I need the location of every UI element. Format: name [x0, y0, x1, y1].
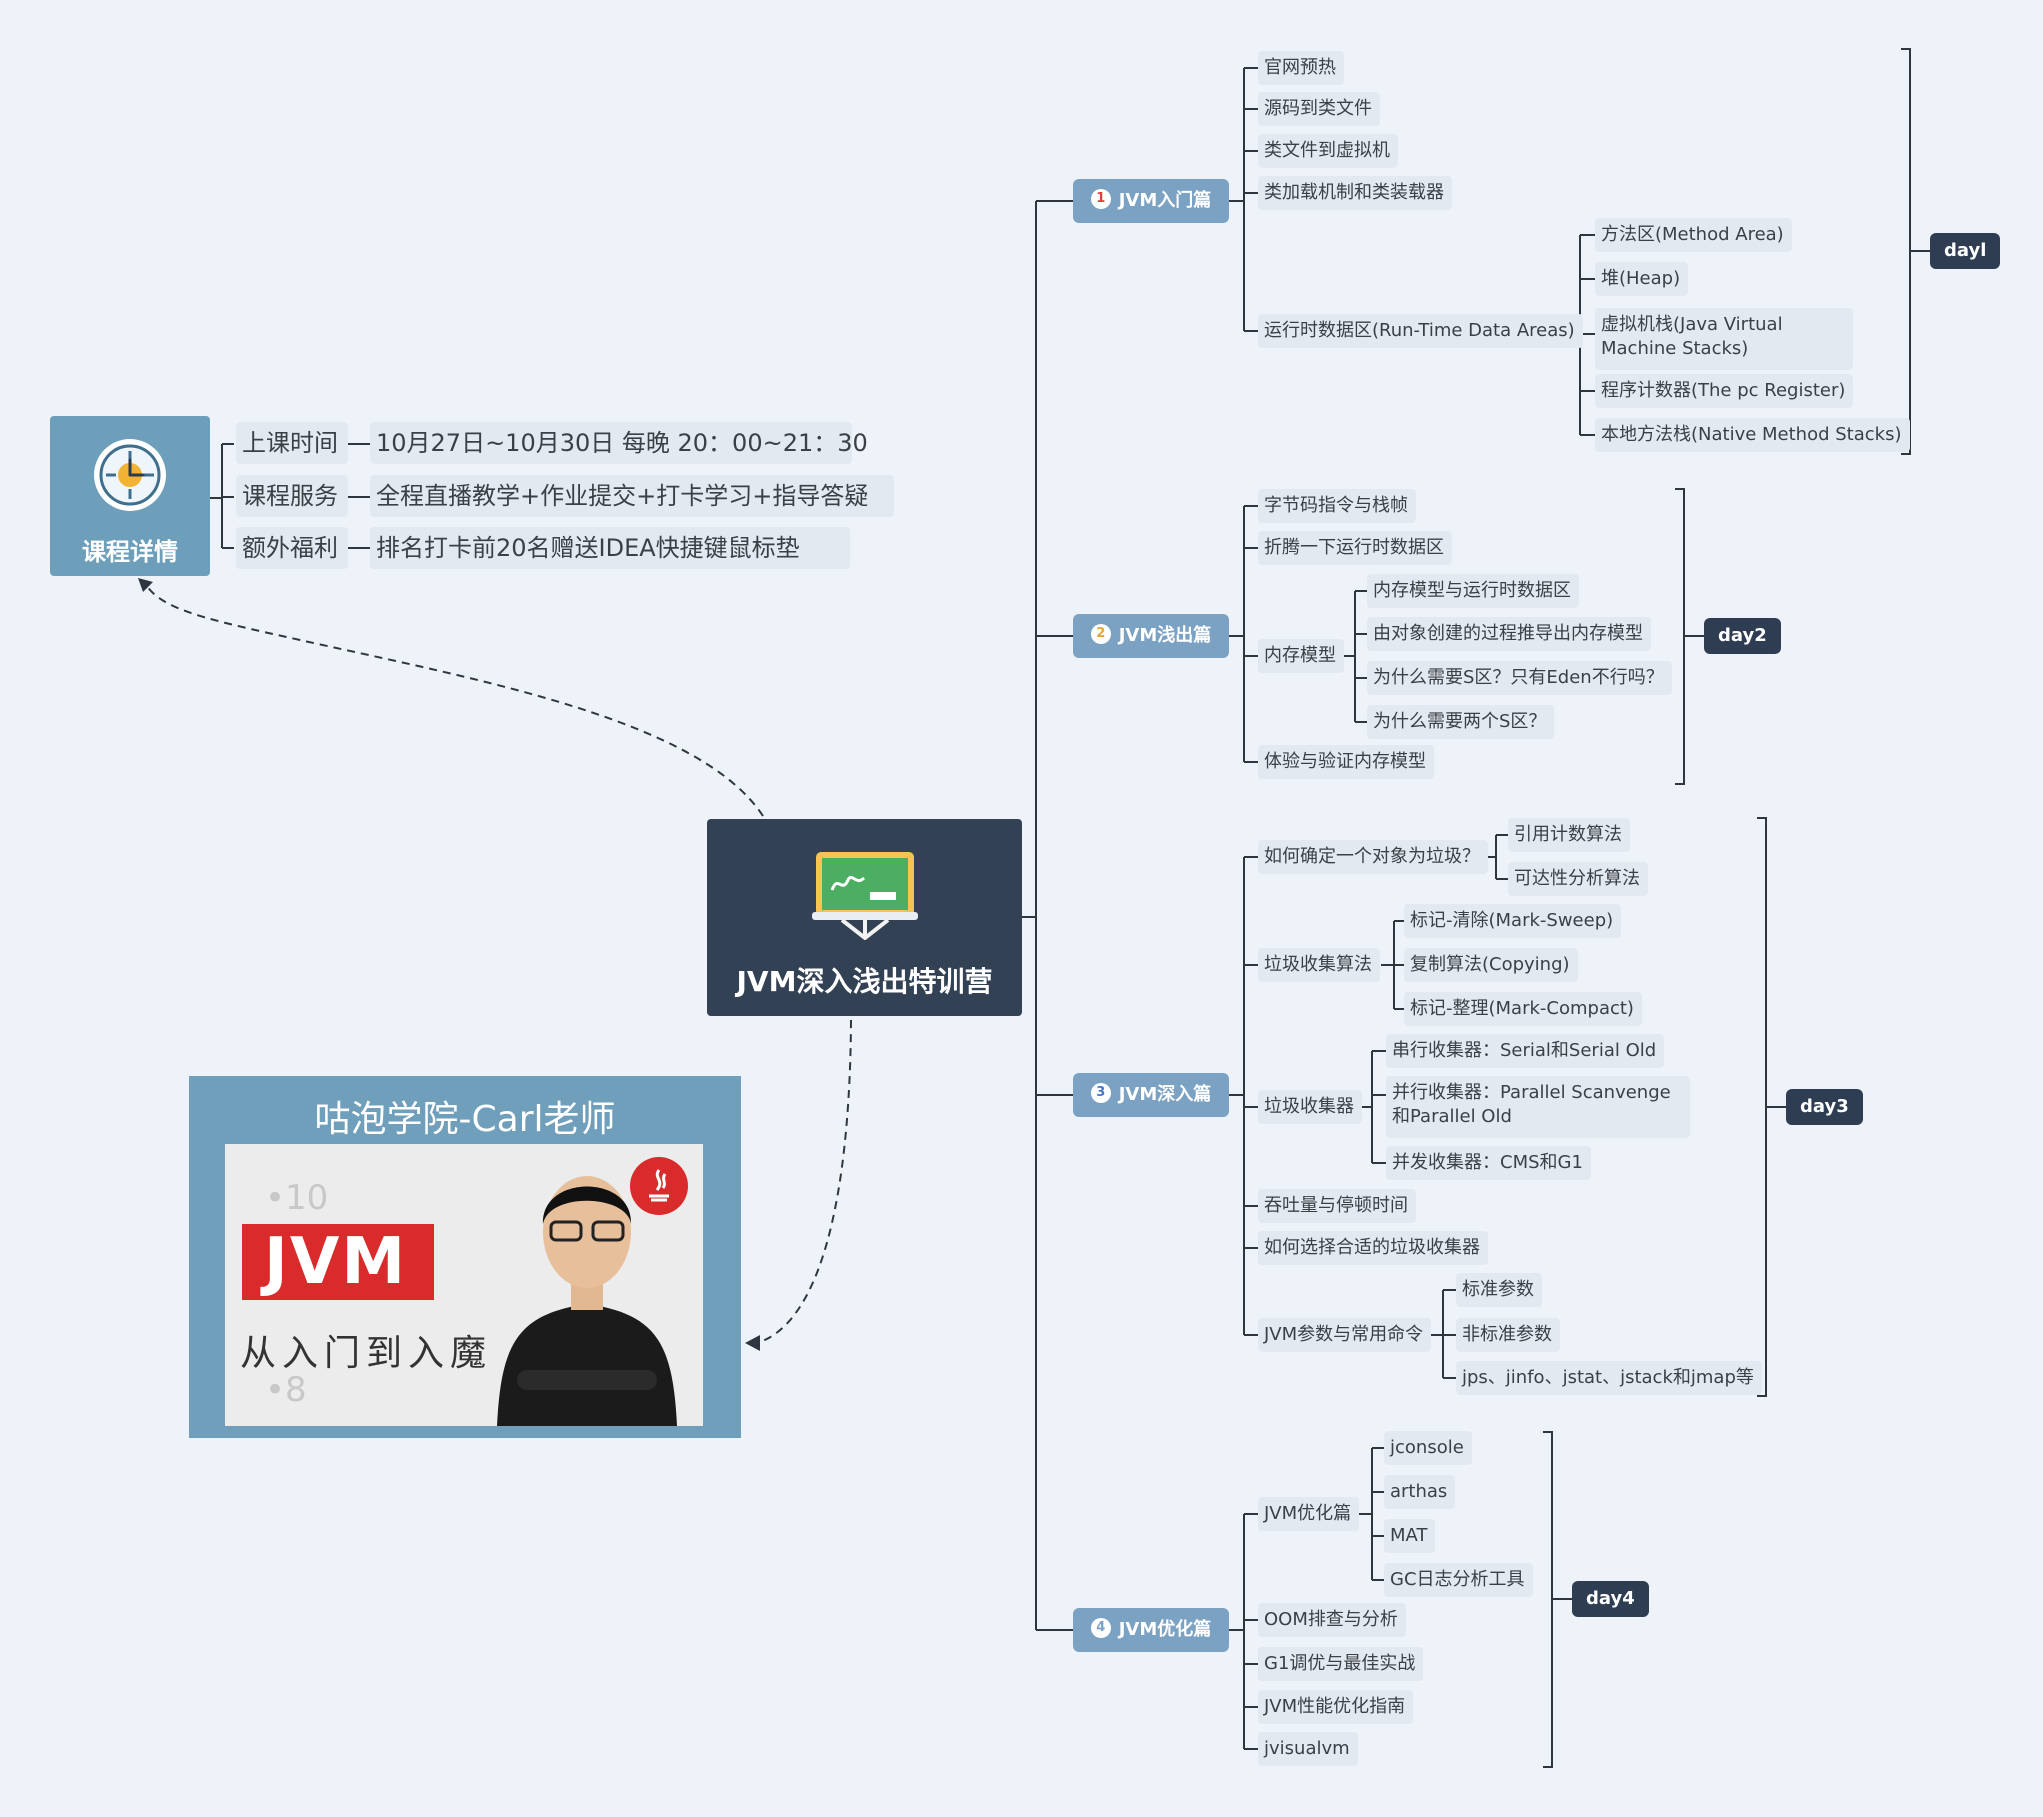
chapter-4-label: JVM优化篇 — [1118, 1619, 1212, 1640]
central-topic[interactable]: JVM深入浅出特训营 — [707, 819, 1022, 1016]
subtopic-node[interactable]: GC日志分析工具 — [1384, 1563, 1533, 1597]
topic-node[interactable]: 类文件到虚拟机 — [1258, 134, 1398, 168]
teacher-card[interactable]: 咕泡学院-Carl老师 •10 •8 JVM 从入门到入魔 — [189, 1076, 741, 1438]
blackboard-icon — [812, 852, 918, 940]
chapter-2-label: JVM浅出篇 — [1118, 625, 1212, 646]
day-tag[interactable]: day3 — [1786, 1089, 1863, 1125]
chapter-1-label: JVM入门篇 — [1118, 190, 1212, 211]
chapter-2-node[interactable]: 2 JVM浅出篇 — [1073, 614, 1229, 658]
subtopic-node[interactable]: 内存模型与运行时数据区 — [1367, 574, 1579, 608]
subtopic-node[interactable]: 本地方法栈(Native Method Stacks) — [1595, 418, 1910, 452]
topic-node[interactable]: 如何确定一个对象为垃圾？ — [1258, 840, 1488, 874]
subtopic-node[interactable]: 可达性分析算法 — [1508, 862, 1648, 896]
chapter-1-node[interactable]: 1 JVM入门篇 — [1073, 179, 1229, 223]
topic-node[interactable]: 吞吐量与停顿时间 — [1258, 1189, 1416, 1223]
subtopic-node[interactable]: 为什么需要S区？只有Eden不行吗？ — [1367, 661, 1672, 695]
cover-subtitle: 从入门到入魔 — [240, 1333, 493, 1374]
topic-node[interactable]: 字节码指令与栈帧 — [1258, 489, 1416, 523]
chapter-2-number: 2 — [1090, 624, 1111, 644]
day-tag[interactable]: day4 — [1572, 1581, 1649, 1617]
info-label-time: 上课时间 — [236, 422, 348, 464]
chapter-3-label: JVM深入篇 — [1118, 1084, 1212, 1105]
subtopic-node[interactable]: arthas — [1384, 1475, 1456, 1509]
subtopic-node[interactable]: jconsole — [1384, 1431, 1472, 1465]
course-details-title: 课程详情 — [82, 538, 178, 566]
subtopic-node[interactable]: 非标准参数 — [1456, 1318, 1560, 1352]
teacher-portrait — [497, 1176, 677, 1426]
info-value-service: 全程直播教学+作业提交+打卡学习+指导答疑 — [370, 475, 894, 517]
topic-node[interactable]: 官网预热 — [1258, 51, 1344, 85]
topic-node[interactable]: 内存模型 — [1258, 639, 1344, 673]
info-value-bonus: 排名打卡前20名赠送IDEA快捷键鼠标垫 — [370, 527, 850, 569]
topic-node[interactable]: JVM参数与常用命令 — [1258, 1318, 1432, 1352]
subtopic-node[interactable]: 标准参数 — [1456, 1273, 1542, 1307]
topic-node[interactable]: OOM排查与分析 — [1258, 1603, 1406, 1637]
subtopic-node[interactable]: 堆(Heap) — [1595, 262, 1689, 296]
chapter-4-node[interactable]: 4 JVM优化篇 — [1073, 1608, 1229, 1652]
topic-node[interactable]: JVM优化篇 — [1258, 1497, 1360, 1531]
java-logo-icon — [630, 1157, 688, 1215]
topic-node[interactable]: 折腾一下运行时数据区 — [1258, 531, 1452, 565]
subtopic-node[interactable]: 虚拟机栈(Java Virtual Machine Stacks) — [1595, 308, 1853, 370]
course-details-node[interactable]: 课程详情 — [50, 416, 210, 576]
subtopic-node[interactable]: 方法区(Method Area) — [1595, 218, 1792, 252]
subtopic-node[interactable]: 引用计数算法 — [1508, 818, 1630, 852]
subtopic-node[interactable]: 串行收集器：Serial和Serial Old — [1386, 1034, 1665, 1068]
chapter-3-node[interactable]: 3 JVM深入篇 — [1073, 1073, 1229, 1117]
subtopic-node[interactable]: jps、jinfo、jstat、jstack和jmap等 — [1456, 1361, 1762, 1395]
chapter-3-number: 3 — [1090, 1083, 1111, 1103]
subtopic-node[interactable]: 并行收集器：Parallel Scanvenge和Parallel Old — [1386, 1076, 1690, 1138]
subtopic-node[interactable]: 并发收集器：CMS和G1 — [1386, 1146, 1591, 1180]
topic-node[interactable]: 运行时数据区(Run-Time Data Areas) — [1258, 314, 1583, 348]
topic-node[interactable]: 如何选择合适的垃圾收集器 — [1258, 1231, 1488, 1265]
topic-node[interactable]: 垃圾收集算法 — [1258, 948, 1380, 982]
topic-node[interactable]: 垃圾收集器 — [1258, 1090, 1362, 1124]
tick-label-bottom: •8 — [265, 1370, 307, 1410]
subtopic-node[interactable]: 由对象创建的过程推导出内存模型 — [1367, 617, 1651, 651]
day-tag[interactable]: day2 — [1704, 618, 1781, 654]
topic-node[interactable]: JVM性能优化指南 — [1258, 1690, 1414, 1724]
subtopic-node[interactable]: 程序计数器(The pc Register) — [1595, 374, 1854, 408]
topic-node[interactable]: jvisualvm — [1258, 1732, 1358, 1766]
topic-node[interactable]: G1调优与最佳实战 — [1258, 1647, 1424, 1681]
info-value-time: 10月27日~10月30日 每晚 20：00~21：30 — [370, 422, 868, 464]
chapter-4-number: 4 — [1090, 1618, 1111, 1638]
chapter-1-number: 1 — [1090, 189, 1111, 209]
day-tag[interactable]: dayl — [1930, 233, 2001, 269]
central-topic-title: JVM深入浅出特训营 — [736, 965, 993, 998]
subtopic-node[interactable]: 标记-整理(Mark-Compact) — [1404, 992, 1642, 1026]
info-label-service: 课程服务 — [236, 475, 348, 517]
teacher-card-title: 咕泡学院-Carl老师 — [314, 1099, 616, 1140]
subtopic-node[interactable]: 标记-清除(Mark-Sweep) — [1404, 904, 1622, 938]
course-cover-image: •10 •8 JVM 从入门到入魔 — [225, 1144, 703, 1426]
clock-icon — [94, 439, 166, 511]
subtopic-node[interactable]: 复制算法(Copying) — [1404, 948, 1578, 982]
topic-node[interactable]: 源码到类文件 — [1258, 92, 1380, 126]
info-label-bonus: 额外福利 — [236, 527, 348, 569]
tick-label-top: •10 — [265, 1178, 329, 1218]
jvm-badge: JVM — [242, 1224, 434, 1300]
subtopic-node[interactable]: 为什么需要两个S区？ — [1367, 705, 1555, 739]
topic-node[interactable]: 体验与验证内存模型 — [1258, 745, 1434, 779]
topic-node[interactable]: 类加载机制和类装载器 — [1258, 176, 1452, 210]
subtopic-node[interactable]: MAT — [1384, 1519, 1436, 1553]
